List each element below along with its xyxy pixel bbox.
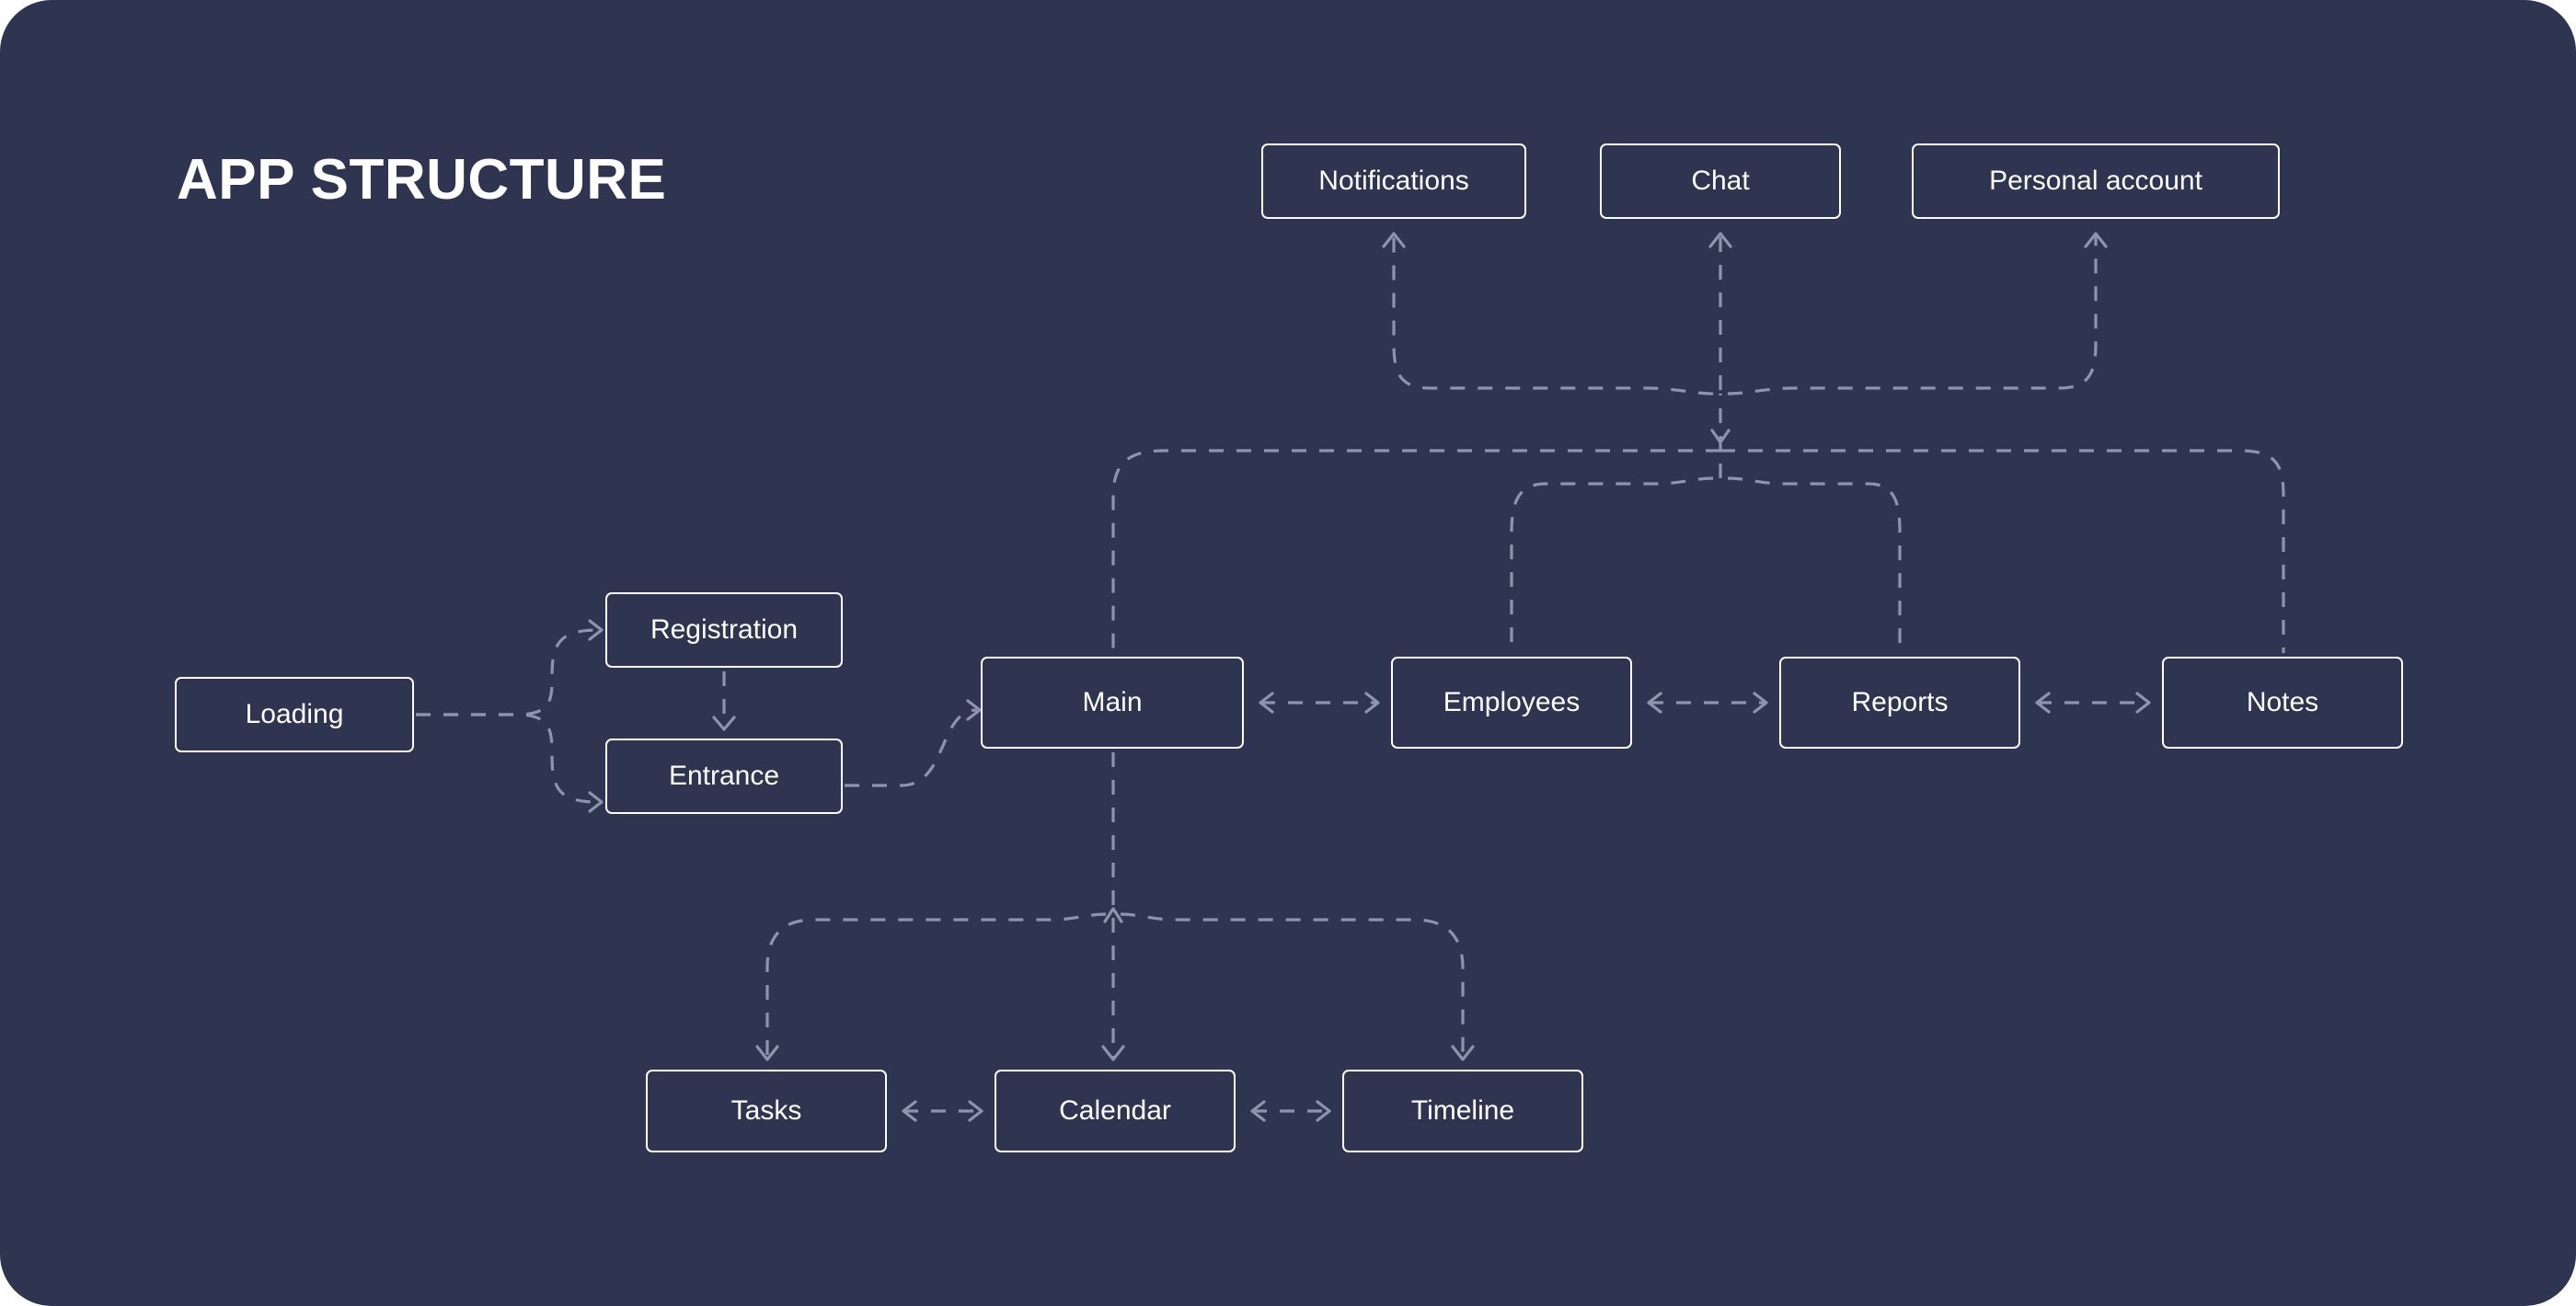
arrowhead-main-left — [1259, 692, 1274, 714]
arrowhead-employees-left — [1647, 692, 1662, 714]
arrowhead-entrance-main — [966, 699, 982, 721]
arrowhead-reports-left — [2035, 692, 2051, 714]
arrowhead-reports-right — [1753, 692, 1768, 714]
arrowhead-timeline-right — [1316, 1100, 1331, 1122]
node-timeline[interactable]: Timeline — [1342, 1070, 1583, 1152]
arrowhead-notes-right — [2135, 692, 2151, 714]
edge-entrance-main — [845, 708, 978, 787]
arrowhead-entrance — [588, 791, 604, 813]
edge-hub-notes — [1720, 449, 2285, 653]
edge-loading-entrance — [416, 713, 599, 804]
arrowhead-timeline-down — [1451, 1045, 1475, 1061]
node-notifications[interactable]: Notifications — [1261, 143, 1526, 219]
edge-hub-notifications — [1392, 235, 1714, 395]
edge-main-timeline — [1120, 912, 1465, 1058]
arrowhead-calendar-down — [1101, 1045, 1125, 1061]
edge-loading-registration — [416, 628, 599, 716]
arrowhead-chat — [1708, 232, 1732, 248]
arrowhead-registration — [588, 619, 604, 641]
arrowhead-personal-account — [2084, 232, 2108, 248]
node-main[interactable]: Main — [981, 657, 1244, 749]
edge-hub-employees — [1510, 476, 1714, 653]
node-reports[interactable]: Reports — [1779, 657, 2020, 749]
page-title: APP STRUCTURE — [177, 148, 667, 212]
node-registration[interactable]: Registration — [605, 592, 843, 668]
arrowhead-employees-right — [1364, 692, 1380, 714]
node-chat[interactable]: Chat — [1600, 143, 1841, 219]
node-calendar[interactable]: Calendar — [995, 1070, 1236, 1152]
node-employees[interactable]: Employees — [1391, 657, 1632, 749]
node-tasks[interactable]: Tasks — [646, 1070, 887, 1152]
arrowhead-registration-entrance — [712, 716, 736, 731]
arrowhead-main-spine-up — [1103, 907, 1123, 923]
arrowhead-tasks-left — [902, 1100, 917, 1122]
arrowhead-calendar-right — [968, 1100, 983, 1122]
edge-hub-main — [1111, 449, 1720, 653]
edge-hub-personal-account — [1727, 235, 2098, 395]
node-loading[interactable]: Loading — [175, 677, 414, 752]
arrowhead-hub-down — [1710, 429, 1731, 444]
arrowhead-tasks-down — [755, 1045, 779, 1061]
node-entrance[interactable]: Entrance — [605, 739, 843, 814]
edge-main-tasks — [765, 912, 1107, 1058]
arrowhead-calendar-left — [1250, 1100, 1266, 1122]
node-notes[interactable]: Notes — [2162, 657, 2403, 749]
node-personal-account[interactable]: Personal account — [1912, 143, 2280, 219]
arrowhead-notifications — [1382, 232, 1406, 248]
edge-hub-reports — [1727, 476, 1902, 653]
